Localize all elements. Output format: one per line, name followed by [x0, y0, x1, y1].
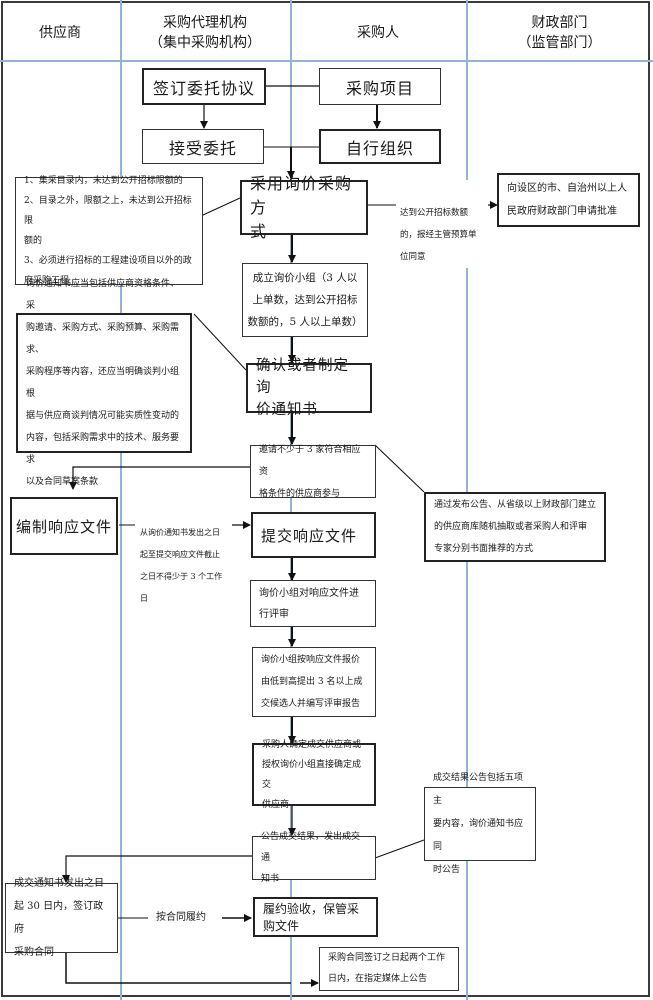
- node-label: 邀请不少于 3 家符合相应资 格条件的供应商参与: [259, 444, 361, 499]
- annotation-text: 通过发布公告、从省级以上财政部门建立 的供应商库随机抽取或者采购人和评审 专家分…: [434, 500, 597, 554]
- node-label: 成立询价小组（3 人以 上单数，达到公开招标 数额的，5 人以上单数）: [247, 272, 363, 328]
- node-label: 成交通知书发出之日 起 30 日内，签订政府 采购合同: [14, 878, 104, 958]
- node-label: 采购合同签订之日起两个工作 日内，在指定媒体上公告: [328, 953, 446, 984]
- node-label: 履约验收，保管采购文件: [263, 902, 360, 933]
- note-response-deadline: 从询价通知书发出之日 起至提交响应文件截止 之日不得少于 3 个工作 日: [140, 500, 232, 610]
- connector-line: [374, 839, 425, 859]
- lane-divider: [290, 0, 292, 1000]
- node-acceptance: 履约验收，保管采购文件: [253, 897, 378, 937]
- node-procurement-project: 采购项目: [319, 68, 441, 105]
- node-apply-approval: 向设区的市、自治州以上人 民政府财政部门申请批准: [497, 173, 640, 227]
- node-label: 公告成交结果，发出成交通 知书: [261, 831, 361, 884]
- note-text: 按合同履约: [156, 912, 206, 923]
- note-text: 从询价通知书发出之日 起至提交响应文件截止 之日不得少于 3 个工作 日: [140, 528, 223, 603]
- annotation-text: 成交结果公告包括五项主 要内容，询价通知书应同 时公告: [433, 772, 524, 875]
- lane-title: 供应商: [39, 25, 81, 41]
- note-text: 达到公开招标数额 的，报经主管预算单 位同意: [400, 208, 477, 262]
- node-form-group: 成立询价小组（3 人以 上单数，达到公开招标 数额的，5 人以上单数）: [242, 263, 368, 337]
- connector-line: [374, 444, 425, 493]
- annotation-result-announcement: 成交结果公告包括五项主 要内容，询价通知书应同 时公告: [424, 773, 536, 875]
- lane-subtitle: （集中采购机构）: [149, 35, 261, 51]
- node-label: 向设区的市、自治州以上人 民政府财政部门申请批准: [507, 183, 627, 217]
- node-label: 采用询价采购方 式: [250, 173, 353, 241]
- node-review-response: 询价小组对响应文件进 行评审: [250, 580, 376, 627]
- connector-line: [65, 952, 291, 984]
- node-invite-suppliers: 邀请不少于 3 家符合相应资 格条件的供应商参与: [250, 445, 376, 499]
- annotation-text: 1、集采目录内，未达到公开招标限额的 2、目录之外，限额之上，未达到公开招标限 …: [24, 176, 192, 286]
- lane-subtitle: （监管部门）: [517, 35, 602, 51]
- lane-title: 采购代理机构: [163, 15, 247, 31]
- connector-line: [202, 197, 241, 216]
- node-label: 采购项目: [345, 78, 414, 98]
- node-label: 签订委托协议: [152, 78, 255, 98]
- node-confirm-supplier: 采购人确定成交供应商或 授权询价小组直接确定成交 供应商: [252, 740, 376, 810]
- node-publish-contract: 采购合同签订之日起两个工作 日内，在指定媒体上公告: [319, 947, 459, 991]
- node-confirm-notice: 确认或者制定询 价通知书: [246, 358, 372, 418]
- lane-header-purchaser: 采购人: [290, 8, 466, 58]
- annotation-inquiry-conditions: 1、集采目录内，未达到公开招标限额的 2、目录之外，限额之上，未达到公开招标限 …: [15, 176, 203, 286]
- node-sign-agreement: 签订委托协议: [142, 68, 266, 105]
- lane-title: 财政部门: [531, 15, 588, 31]
- lane-title: 采购人: [357, 25, 399, 41]
- connector-line: [193, 313, 247, 371]
- node-announce-result: 公告成交结果，发出成交通 知书: [252, 832, 376, 884]
- node-adopt-inquiry: 采用询价采购方 式: [240, 174, 368, 241]
- lane-header-agency: 采购代理机构 （集中采购机构）: [120, 8, 290, 58]
- node-label: 询价小组按响应文件报价 由低到高提出 3 名以上成 交候选人并编写评审报告: [261, 655, 363, 709]
- node-label: 采购人确定成交供应商或 授权询价小组直接确定成交 供应商: [262, 739, 362, 810]
- node-sign-contract: 成交通知书发出之日 起 30 日内，签订政府 采购合同: [5, 878, 118, 958]
- note-perform-contract: 按合同履约: [156, 908, 206, 928]
- node-label: 接受委托: [168, 138, 237, 158]
- annotation-invite-methods: 通过发布公告、从省级以上财政部门建立 的供应商库随机抽取或者采购人和评审 专家分…: [424, 492, 606, 562]
- node-label: 确认或者制定询 价通知书: [256, 358, 349, 418]
- lane-header-finance: 财政部门 （监管部门）: [466, 8, 653, 58]
- node-accept-entrust: 接受委托: [142, 129, 264, 164]
- node-prepare-response: 编制响应文件: [10, 497, 118, 555]
- node-submit-response: 提交响应文件: [251, 512, 376, 558]
- lane-header-supplier: 供应商: [0, 8, 120, 58]
- annotation-text: 询价通知书应当包括供应商资格条件、采 购邀请、采购方式、采购预算、采购需求、 采…: [26, 279, 180, 487]
- node-label: 询价小组对响应文件进 行评审: [259, 587, 359, 620]
- connector-arrow: [69, 466, 250, 490]
- lane-divider: [120, 0, 122, 1000]
- node-rank-candidates: 询价小组按响应文件报价 由低到高提出 3 名以上成 交候选人并编写评审报告: [252, 647, 376, 717]
- node-self-organize: 自行组织: [319, 129, 441, 164]
- annotation-notice-content: 询价通知书应当包括供应商资格条件、采 购邀请、采购方式、采购预算、采购需求、 采…: [16, 279, 192, 487]
- note-approval-condition: 达到公开招标数额 的，报经主管预算单 位同意: [400, 180, 488, 268]
- node-label: 提交响应文件: [261, 526, 358, 545]
- node-label: 自行组织: [345, 138, 414, 158]
- connector-arrow: [62, 855, 252, 883]
- node-label: 编制响应文件: [15, 517, 112, 536]
- header-divider: [0, 60, 653, 62]
